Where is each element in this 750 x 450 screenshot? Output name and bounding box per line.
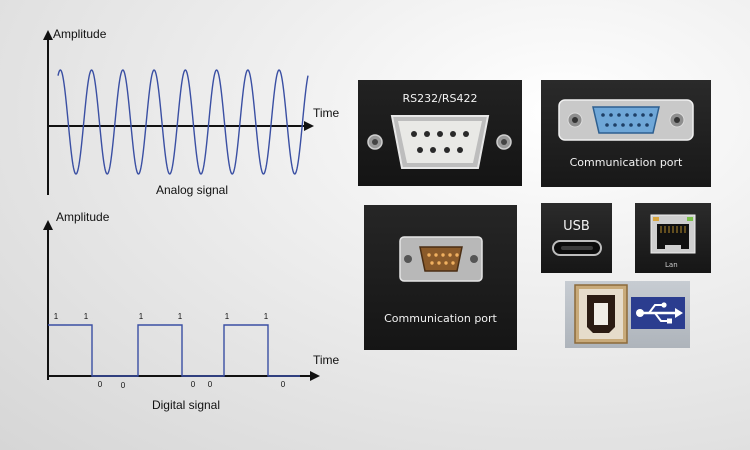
lan-port-label: Lan: [665, 261, 678, 269]
bit-label: 1: [225, 312, 230, 321]
rs232-port-photo: RS232/RS422: [358, 80, 522, 186]
usb-b-port-photo: [565, 281, 690, 348]
digital-x-axis-label: Time: [313, 353, 340, 367]
bit-label: 1: [264, 312, 269, 321]
usb-b-connector-icon: [574, 284, 685, 344]
db9-port-label: Communication port: [384, 312, 497, 325]
db15-connector-icon: [558, 99, 694, 141]
analog-caption: Analog signal: [156, 183, 228, 197]
bit-label: 1: [54, 312, 59, 321]
bit-label: 0: [98, 380, 103, 389]
bit-label: 1: [84, 312, 89, 321]
digital-bit-labels: 1 1 0 0 1 1 0 0 1 1 0: [54, 312, 286, 390]
bit-label: 0: [191, 380, 196, 389]
db9-port-photo: Communication port: [364, 205, 517, 350]
lan-port-photo: Lan: [635, 203, 711, 273]
usb-logo-icon: [636, 302, 683, 324]
analog-signal-diagram: Amplitude Time Analog signal: [43, 27, 340, 197]
analog-sine-wave: [57, 69, 309, 175]
bit-label: 1: [139, 312, 144, 321]
bit-label: 0: [121, 381, 126, 390]
digital-caption: Digital signal: [152, 398, 220, 412]
db15-port-photo: Communication port: [541, 80, 711, 187]
usb-c-port-label: USB: [563, 219, 590, 234]
usb-c-connector-icon: [552, 240, 602, 256]
rs232-port-label: RS232/RS422: [402, 92, 478, 105]
digital-square-wave: [48, 324, 300, 377]
db9-female-connector-icon: [399, 236, 483, 282]
analog-y-axis-label: Amplitude: [53, 27, 107, 41]
bit-label: 0: [208, 380, 213, 389]
usb-c-port-photo: USB: [541, 203, 612, 273]
analog-x-axis-label: Time: [313, 106, 340, 120]
db9-connector-icon: [367, 115, 512, 169]
bit-label: 1: [178, 312, 183, 321]
bit-label: 0: [281, 380, 286, 389]
digital-signal-diagram: Amplitude Time 1 1 0 0 1 1 0 0 1 1 0 Dig…: [43, 210, 340, 412]
signal-diagrams: Amplitude Time Analog signal Amplitude T…: [43, 27, 340, 412]
rj45-connector-icon: [650, 214, 696, 254]
db15-port-label: Communication port: [569, 156, 683, 169]
digital-y-axis-label: Amplitude: [56, 210, 110, 224]
